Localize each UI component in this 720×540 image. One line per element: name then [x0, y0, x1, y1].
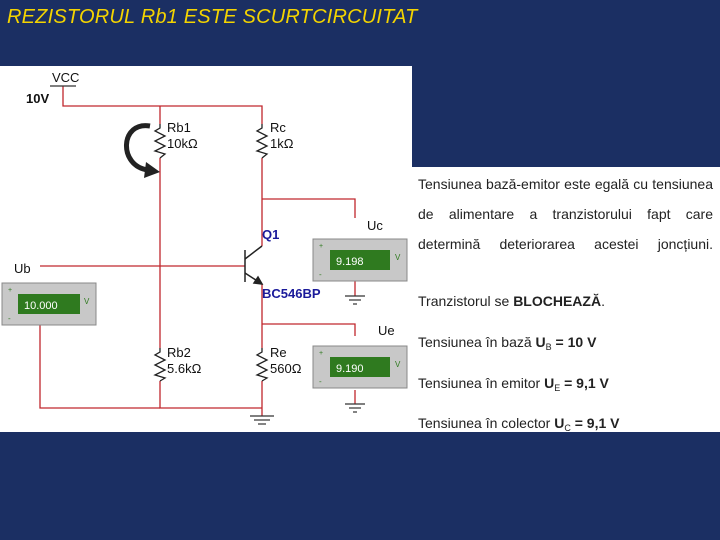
- uc-symbol: U: [554, 415, 565, 431]
- ue-meter-label: Ue: [378, 323, 395, 338]
- q1-name: Q1: [262, 227, 279, 242]
- ground-icon: [250, 415, 274, 425]
- rb2-value: 5.6kΩ: [167, 361, 202, 376]
- explanation-panel: Tensiunea bază-emitor este egală cu tens…: [412, 167, 720, 433]
- ue-voltmeter: + -: [312, 345, 408, 389]
- transistor-q1-symbol: [244, 245, 264, 285]
- re-name: Re: [270, 345, 287, 360]
- circuit-diagram: VCC 10V Rb1 10kΩ Rc 1kΩ Q1 BC546BP Rb2 5…: [1, 70, 408, 425]
- ub-voltmeter: + -: [1, 282, 97, 326]
- ue-meter-unit: V: [395, 360, 401, 369]
- uc-voltmeter: + -: [312, 238, 408, 282]
- ub-meter-unit: V: [84, 297, 90, 306]
- emitter-voltage-line: Tensiunea în emitor UE = 9,1 V: [418, 375, 609, 393]
- block-suffix: .: [601, 293, 605, 309]
- collector-voltage-line: Tensiunea în colector UC = 9,1 V: [418, 415, 620, 433]
- curved-arrow-icon: [124, 123, 160, 178]
- uc-sub: C: [564, 423, 571, 433]
- ub-value: = 10 V: [551, 334, 597, 350]
- ub-sub: B: [545, 342, 552, 352]
- ub-symbol: U: [535, 334, 546, 350]
- ub-meter-reading: 10.000: [24, 300, 58, 312]
- svg-text:+: +: [319, 350, 323, 357]
- svg-text:+: +: [319, 243, 323, 250]
- rb1-name: Rb1: [167, 120, 191, 135]
- re-value: 560Ω: [270, 361, 302, 376]
- svg-text:-: -: [319, 377, 322, 386]
- block-word: BLOCHEAZĂ: [513, 293, 602, 309]
- vcc-value: 10V: [26, 91, 49, 106]
- uc-meter-label: Uc: [367, 218, 383, 233]
- uc-ground-icon: [345, 295, 365, 305]
- ue-symbol: U: [544, 375, 555, 391]
- block-statement: Tranzistorul se BLOCHEAZĂ.: [418, 293, 605, 309]
- uc-value: = 9,1 V: [570, 415, 620, 431]
- explanation-paragraph: Tensiunea bază-emitor este egală cu tens…: [418, 176, 713, 252]
- block-prefix: Tranzistorul se: [418, 293, 514, 309]
- vcc-label: VCC: [52, 70, 79, 85]
- rb1-value: 10kΩ: [167, 136, 198, 151]
- ue-value: = 9,1 V: [560, 375, 609, 391]
- rc-value: 1kΩ: [270, 136, 294, 151]
- ue-ground-icon: [345, 403, 365, 413]
- ub-meter-label: Ub: [14, 261, 31, 276]
- uc-prefix: Tensiunea în colector: [418, 415, 555, 431]
- svg-text:-: -: [319, 270, 322, 279]
- ue-meter-reading: 9.190: [336, 363, 364, 375]
- q1-model: BC546BP: [262, 286, 321, 301]
- rc-resistor: [255, 124, 269, 159]
- ub-prefix: Tensiunea în bază: [418, 334, 536, 350]
- svg-text:-: -: [8, 314, 11, 323]
- uc-meter-unit: V: [395, 253, 401, 262]
- circuit-schematic: VCC 10V Rb1 10kΩ Rc 1kΩ Q1 BC546BP Rb2 5…: [0, 66, 412, 432]
- rb2-resistor: [153, 348, 167, 382]
- rc-name: Rc: [270, 120, 286, 135]
- ue-sub: E: [554, 383, 561, 393]
- rb1-resistor: [153, 124, 167, 159]
- svg-text:+: +: [8, 287, 12, 294]
- re-resistor: [255, 348, 269, 382]
- uc-meter-reading: 9.198: [336, 256, 364, 268]
- ue-prefix: Tensiunea în emitor: [418, 375, 545, 391]
- rb2-name: Rb2: [167, 345, 191, 360]
- slide-title: REZISTORUL Rb1 ESTE SCURTCIRCUITAT: [7, 6, 418, 28]
- base-voltage-line: Tensiunea în bază UB = 10 V: [418, 334, 597, 352]
